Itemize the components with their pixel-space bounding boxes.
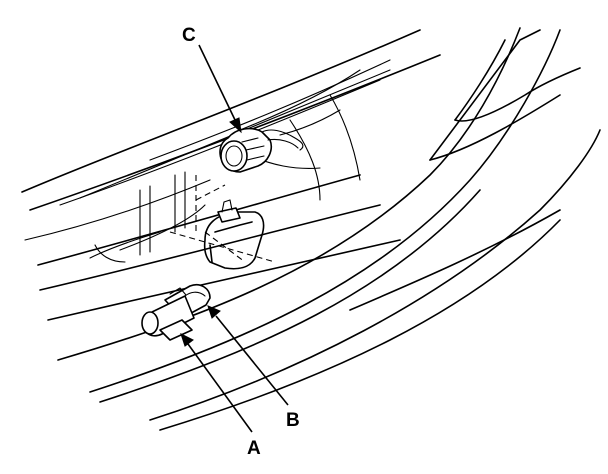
callout-label-c: C <box>182 25 196 46</box>
mounting-bracket <box>203 199 265 270</box>
parking-sensor <box>141 283 211 341</box>
callout-leader-b <box>207 305 289 406</box>
callout-leader-a <box>180 333 253 433</box>
callout-label-b: B <box>286 410 300 431</box>
grille-slats <box>24 59 391 263</box>
alignment-guides <box>169 175 276 263</box>
callout-label-a: A <box>247 438 261 459</box>
bumper-outline <box>21 27 601 431</box>
connector-c <box>219 127 304 173</box>
callout-leader-c <box>198 44 242 134</box>
